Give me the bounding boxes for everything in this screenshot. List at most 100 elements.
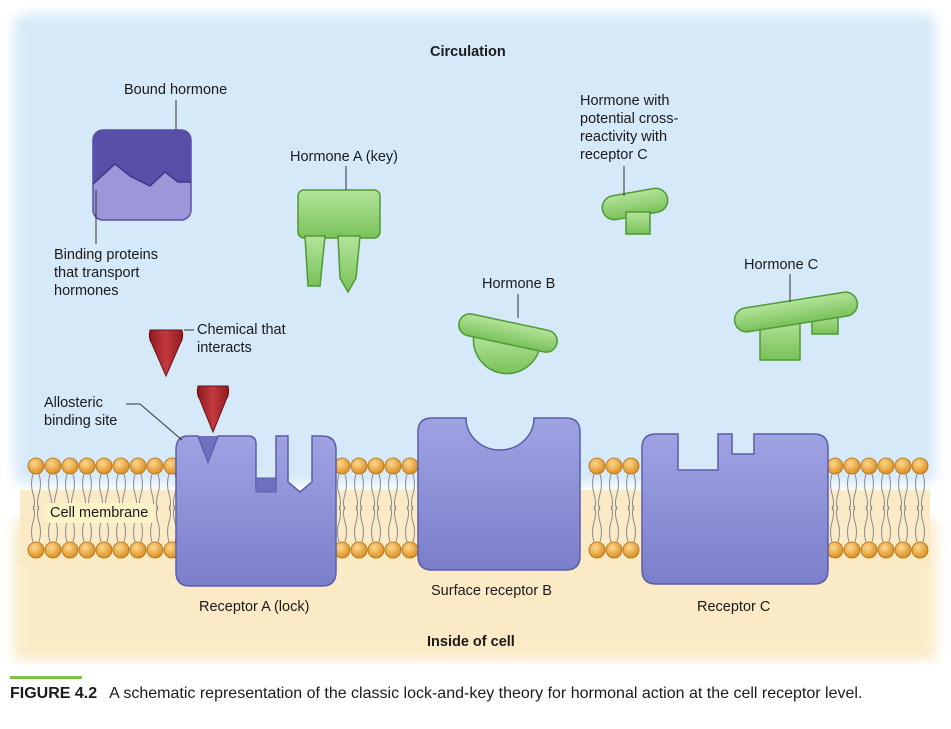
lipid-head xyxy=(146,541,164,559)
lipid-tail xyxy=(847,473,857,543)
lipid-head xyxy=(605,541,623,559)
lipid-head xyxy=(877,457,895,475)
lipid-head xyxy=(826,541,844,559)
chemical-line-2: interacts xyxy=(197,340,252,356)
lipid-tail xyxy=(864,473,874,543)
bound-hormone xyxy=(92,129,192,221)
cross-reactivity-line-1: Hormone with xyxy=(580,93,670,109)
lipid-head xyxy=(605,457,623,475)
cross-reactivity-line-4: receptor C xyxy=(580,147,648,163)
surface-receptor-b xyxy=(417,417,581,571)
cross-reactive-hormone xyxy=(601,187,669,235)
lipid-head xyxy=(860,457,878,475)
leader-lines xyxy=(95,100,791,441)
lipid-head xyxy=(27,457,45,475)
lipid-tail xyxy=(116,473,126,543)
lipid-head xyxy=(367,541,385,559)
caption-text-block: FIGURE 4.2 A schematic representation of … xyxy=(10,684,945,704)
figure-number: FIGURE 4.2 xyxy=(10,685,98,702)
chemical-line-1: Chemical that xyxy=(197,322,286,338)
hormone-a xyxy=(297,189,381,294)
chemical-free xyxy=(148,329,184,378)
caption-rule xyxy=(10,676,82,679)
lipid-tail xyxy=(133,473,143,543)
lipid-head xyxy=(894,541,912,559)
receptor-a-slot-detail xyxy=(255,477,277,493)
lipid-head xyxy=(401,457,419,475)
lipid-head xyxy=(350,457,368,475)
receptor-a-label: Receptor A (lock) xyxy=(199,599,310,615)
diagram: Circulation Inside of cell Bound hormone… xyxy=(14,14,936,660)
allosteric-line-1: Allosteric xyxy=(44,395,103,411)
lipid-head xyxy=(622,457,640,475)
lipid-tail xyxy=(167,473,177,543)
lipid-tail xyxy=(371,473,381,543)
binding-proteins-line-3: hormones xyxy=(54,283,119,299)
lipid-head xyxy=(146,457,164,475)
cross-reactivity-line-3: reactivity with xyxy=(580,129,668,145)
hormone-a-label: Hormone A (key) xyxy=(290,149,398,165)
lipid-head xyxy=(129,541,147,559)
lipid-tail xyxy=(609,473,619,543)
lipid-head xyxy=(78,541,96,559)
lipid-head xyxy=(129,457,147,475)
lipid-tail xyxy=(881,473,891,543)
lipid-head xyxy=(44,457,62,475)
lipid-head xyxy=(27,541,45,559)
lipid-head xyxy=(588,541,606,559)
lipid-head xyxy=(877,541,895,559)
lipid-tail xyxy=(337,473,347,543)
lipid-head xyxy=(78,457,96,475)
hormone-b-label: Hormone B xyxy=(482,276,556,292)
chemical-bound xyxy=(196,385,230,434)
lipid-tail xyxy=(48,473,58,543)
lipid-tail xyxy=(150,473,160,543)
lipid-tail xyxy=(626,473,636,543)
lipid-head xyxy=(401,541,419,559)
receptor-a xyxy=(175,435,337,587)
allosteric-line-2: binding site xyxy=(44,413,118,429)
chemical-label: Chemical that interacts xyxy=(197,321,286,357)
circulation-area xyxy=(14,14,936,484)
lipid-tail xyxy=(592,473,602,543)
caption-text: A schematic representation of the classi… xyxy=(109,685,863,702)
hormone-b xyxy=(458,313,558,375)
cross-reactivity-label: Hormone with potential cross- reactivity… xyxy=(580,92,678,164)
bound-hormone-label: Bound hormone xyxy=(124,82,228,98)
lipid-head xyxy=(911,541,929,559)
binding-proteins-line-2: that transport xyxy=(54,265,140,281)
inside-of-cell-label: Inside of cell xyxy=(427,634,515,650)
lipid-head xyxy=(826,457,844,475)
lipid-head xyxy=(367,457,385,475)
lipid-head xyxy=(61,541,79,559)
cross-reactivity-line-2: potential cross- xyxy=(580,111,679,127)
receptor-c xyxy=(641,433,829,585)
hormone-c-label: Hormone C xyxy=(744,257,819,273)
lipid-tail xyxy=(830,473,840,543)
lipid-head xyxy=(384,541,402,559)
lipid-head xyxy=(894,457,912,475)
lipid-head xyxy=(622,541,640,559)
allosteric-label: Allosteric binding site xyxy=(44,394,117,430)
lipid-head xyxy=(44,541,62,559)
binding-proteins-line-1: Binding proteins xyxy=(54,247,158,263)
lipid-tail xyxy=(405,473,415,543)
lipid-head xyxy=(384,457,402,475)
receptor-c-label: Receptor C xyxy=(697,599,771,615)
circulation-label: Circulation xyxy=(430,44,506,60)
lipid-head xyxy=(843,541,861,559)
lipid-tail xyxy=(898,473,908,543)
lipid-head xyxy=(860,541,878,559)
lipid-tail xyxy=(99,473,109,543)
surface-receptor-b-label: Surface receptor B xyxy=(431,583,552,599)
lipid-tail xyxy=(354,473,364,543)
lipid-tail xyxy=(31,473,41,543)
cell-membrane-label: Cell membrane xyxy=(44,503,155,523)
lipid-tail xyxy=(388,473,398,543)
lipid-tail xyxy=(65,473,75,543)
lipid-tail xyxy=(82,473,92,543)
binding-proteins-label: Binding proteins that transport hormones xyxy=(54,246,158,300)
lipid-head xyxy=(95,457,113,475)
lipid-head xyxy=(350,541,368,559)
hormone-c xyxy=(733,291,859,361)
